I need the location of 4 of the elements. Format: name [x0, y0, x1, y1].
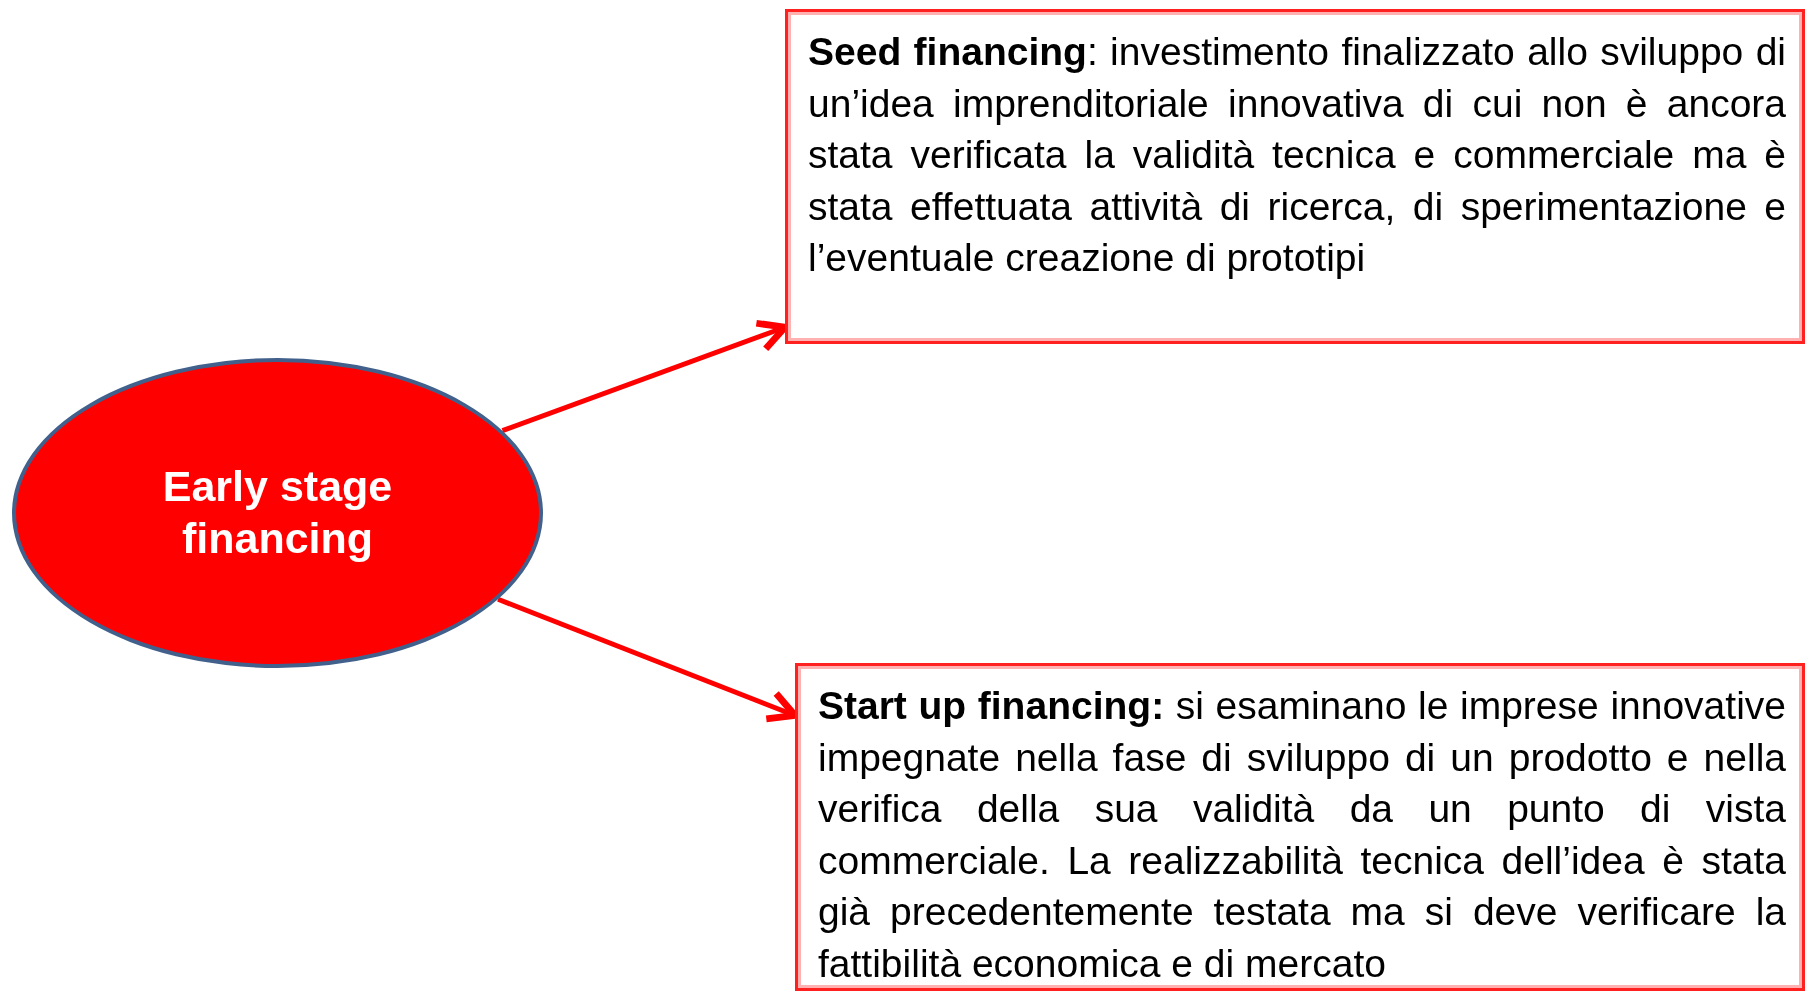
text-box [785, 9, 1805, 344]
description-text: Seed financing: investimento finalizzato allo sviluppo di un’idea imprenditoriale innovativa di cui non è ancora stata verificata la validità tecnica e commerciale ma è stata effettuata attività di ricerca, di sperimentazione e l’eventuale creazione di prototipi [808, 29, 1786, 281]
node-label: Early stage financing [161, 461, 394, 564]
description-text: Start up financing: si esaminano le imprese innovative impegnate nella fase di sviluppo di un prodotto e nella verifica della sua validità da un punto di vista commerciale. La realizzabilità tecnica dell’idea è stata già precedentemente testata ma si deve verificare la fattibilità economica e di mercato [818, 683, 1786, 987]
